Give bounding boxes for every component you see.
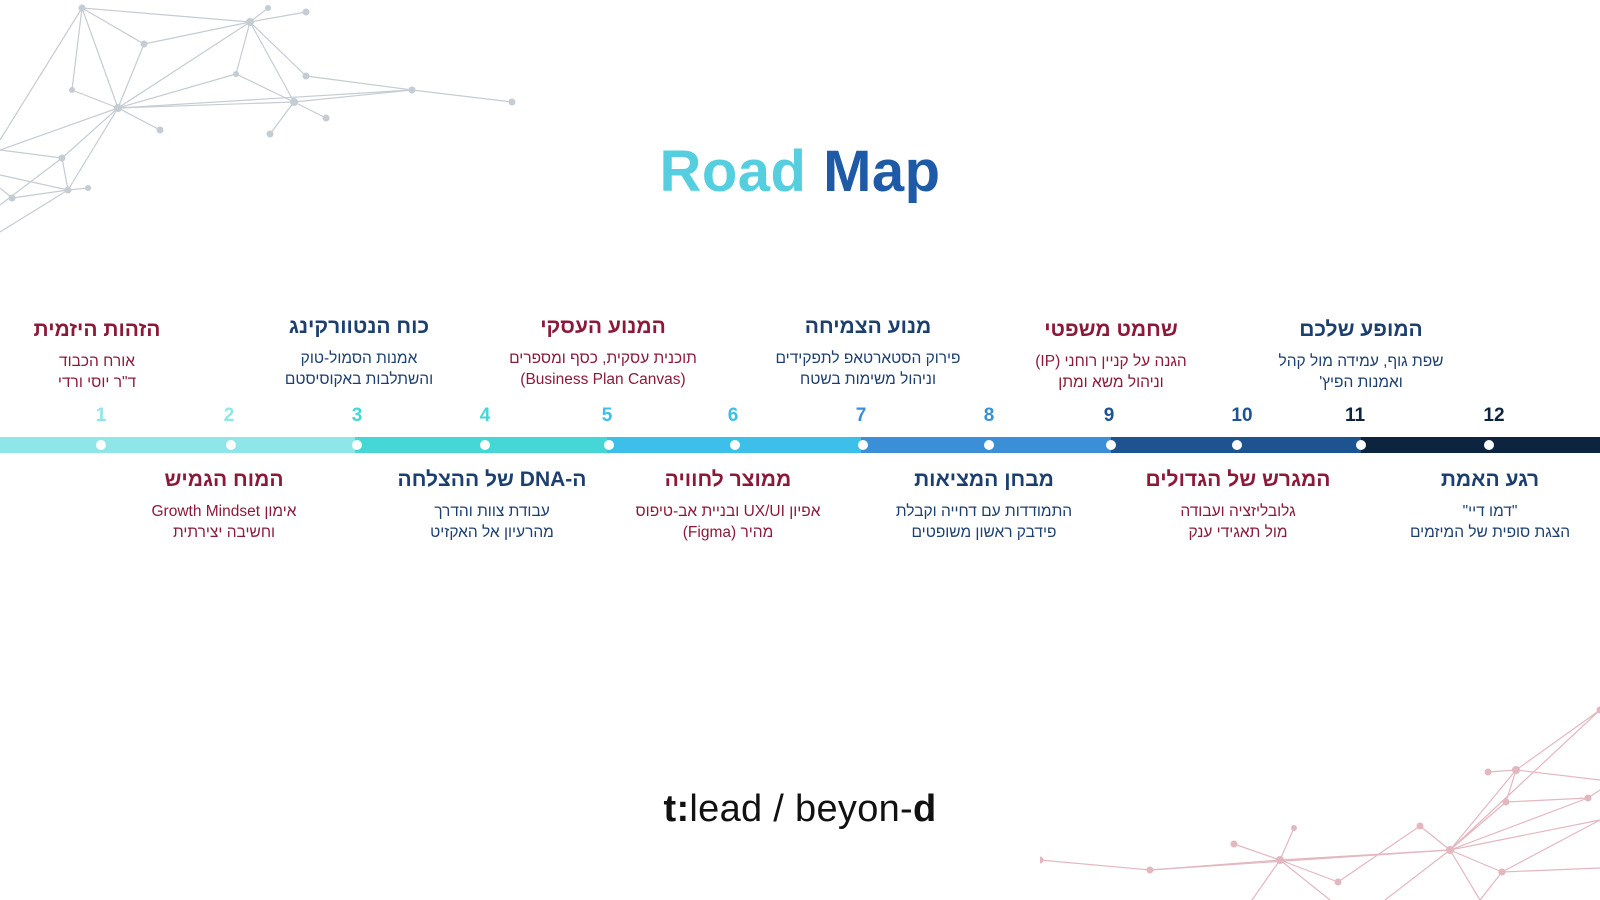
timeline-bar-segment [0,437,355,453]
timeline-number: 2 [223,405,235,426]
milestone-12: רגע האמת "דמו דיי" הצגת סופית של המיזמים [1360,468,1600,543]
timeline-dot [1356,440,1366,450]
milestone-line: הגנה על קניין רוחני (IP) [1035,353,1187,370]
timeline-dot [352,440,362,450]
timeline-dot [96,440,106,450]
milestone-line: "דמו דיי" [1462,503,1518,520]
timeline-number: 1 [95,405,107,426]
milestone-9: שחמט משפטי הגנה על קניין רוחני (IP) וניה… [981,318,1241,393]
timeline-dot [858,440,868,450]
milestone-description: הגנה על קניין רוחני (IP) וניהול משא ומתן [981,351,1241,393]
timeline-dot [1484,440,1494,450]
milestone-description: תוכנית עסקית, כסף ומספרים (Business Plan… [473,348,733,390]
timeline-number: 5 [601,405,613,426]
milestone-title: הזהות היזמית [33,318,161,341]
timeline-bar-segment [1361,437,1600,453]
milestone-line: מהיר (Figma) [682,524,774,541]
milestone-line: אורח הכבוד [59,353,135,370]
milestone-description: גלובליזציה ועבודה מול תאגידי ענק [1108,501,1368,543]
timeline-number: 12 [1483,405,1505,426]
milestone-line: ד"ר יוסי ורדי [57,374,137,391]
milestone-10: המגרש של הגדולים גלובליזציה ועבודה מול ת… [1108,468,1368,543]
milestone-description: עבודת צוות והדרך מהרעיון אל האקזיט [362,501,622,543]
milestone-line: וניהול משימות בשטח [800,371,936,388]
milestone-title: מבחן המציאות [914,468,1054,491]
milestone-5: המנוע העסקי תוכנית עסקית, כסף ומספרים (B… [473,315,733,390]
milestone-8: מבחן המציאות התמודדות עם דחייה וקבלת פיד… [854,468,1114,543]
timeline-dot [480,440,490,450]
milestone-line: אמנות הסמול-טוק [300,350,418,367]
milestone-line: והשתלבות באקוסיסטם [284,371,434,388]
milestone-line: וחשיבה יצירתית [172,524,276,541]
milestone-line: גלובליזציה ועבודה [1180,503,1296,520]
milestone-title: שחמט משפטי [1044,318,1178,341]
logo-colon: : [676,788,690,830]
page-title: Road Map [0,138,1600,205]
milestone-title: כוח הנטוורקינג [288,315,430,338]
timeline-number: 6 [727,405,739,426]
timeline-dot [1106,440,1116,450]
milestone-2: המוח הגמיש אימון Growth Mindset וחשיבה י… [94,468,354,543]
timeline-dot [226,440,236,450]
timeline-dot [604,440,614,450]
milestone-4: ה-DNA של ההצלחה עבודת צוות והדרך מהרעיון… [362,468,622,543]
milestone-11: המופע שלכם שפת גוף, עמידה מול קהל ואמנות… [1231,318,1491,393]
milestone-title: ממוצר לחוויה [664,468,792,491]
timeline-number: 10 [1231,405,1253,426]
milestone-description: אפיון UX/UI ובניית אב-טיפוס מהיר (Figma) [598,501,858,543]
timeline-dot [984,440,994,450]
timeline-dot [730,440,740,450]
milestone-line: אימון Growth Mindset [151,503,297,520]
milestone-description: אימון Growth Mindset וחשיבה יצירתית [94,501,354,543]
milestone-description: פירוק הסטארטאפ לתפקידים וניהול משימות בש… [738,348,998,390]
milestone-line: וניהול משא ומתן [1058,374,1164,391]
timeline-number: 4 [479,405,491,426]
milestone-description: התמודדות עם דחייה וקבלת פידבק ראשון משופ… [854,501,1114,543]
title-word-road: Road [659,139,807,204]
milestone-title: ה-DNA של ההצלחה [397,468,587,491]
brand-logo: t:lead / beyon-d [0,788,1600,831]
milestone-line: עבודת צוות והדרך [434,503,550,520]
timeline-number: 11 [1344,405,1366,426]
milestone-title: המופע שלכם [1299,318,1423,341]
timeline-number: 3 [351,405,363,426]
milestone-3: כוח הנטוורקינג אמנות הסמול-טוק והשתלבות … [229,315,489,390]
milestone-description: "דמו דיי" הצגת סופית של המיזמים [1360,501,1600,543]
milestone-line: מול תאגידי ענק [1188,524,1288,541]
milestone-title: המנוע העסקי [540,315,666,338]
milestone-description: שפת גוף, עמידה מול קהל ואמנות הפיץ' [1231,351,1491,393]
logo-t: t [663,788,677,830]
milestone-1: הזהות היזמית אורח הכבוד ד"ר יוסי ורדי [0,318,227,393]
logo-text: lead / beyon- [689,788,914,830]
milestone-line: ואמנות הפיץ' [1319,374,1403,391]
milestone-line: הצגת סופית של המיזמים [1409,524,1571,541]
milestone-description: אמנות הסמול-טוק והשתלבות באקוסיסטם [229,348,489,390]
milestone-line: התמודדות עם דחייה וקבלת [895,503,1073,520]
milestone-line: אפיון UX/UI ובניית אב-טיפוס [635,503,821,520]
network-decoration-top-left [0,4,516,233]
milestone-line: שפת גוף, עמידה מול קהל [1278,353,1444,370]
milestone-title: המוח הגמיש [164,468,284,491]
milestone-title: רגע האמת [1440,468,1540,491]
milestone-description: אורח הכבוד ד"ר יוסי ורדי [0,351,227,393]
milestone-line: מהרעיון אל האקזיט [430,524,554,541]
milestone-line: תוכנית עסקית, כסף ומספרים [509,350,697,367]
milestone-6: ממוצר לחוויה אפיון UX/UI ובניית אב-טיפוס… [598,468,858,543]
network-decoration-bottom-right [1040,706,1600,900]
timeline-dot [1232,440,1242,450]
timeline-number: 8 [983,405,995,426]
milestone-7: מנוע הצמיחה פירוק הסטארטאפ לתפקידים וניה… [738,315,998,390]
milestone-line: פידבק ראשון משופטים [911,524,1057,541]
title-word-map: Map [823,139,941,204]
timeline-number: 9 [1103,405,1115,426]
milestone-title: המגרש של הגדולים [1145,468,1331,491]
milestone-line: פירוק הסטארטאפ לתפקידים [775,350,961,367]
logo-d: d [913,788,937,830]
timeline-number: 7 [855,405,867,426]
milestone-line: (Business Plan Canvas) [520,371,686,388]
milestone-title: מנוע הצמיחה [804,315,932,338]
